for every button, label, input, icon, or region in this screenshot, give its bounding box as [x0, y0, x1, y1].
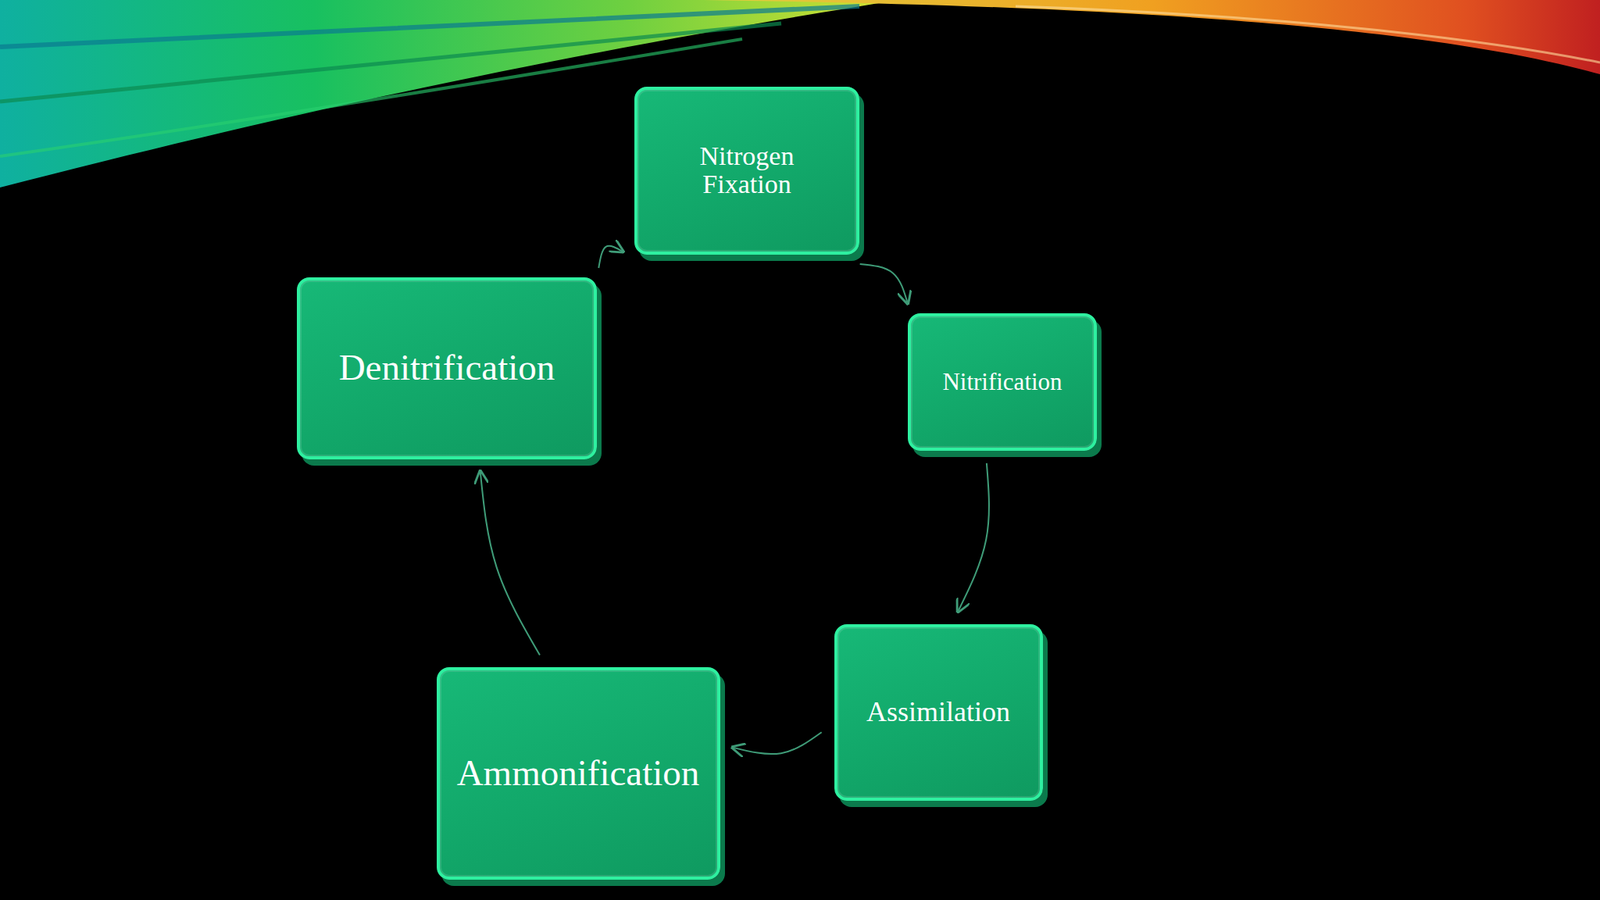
process-box: Nitrification	[907, 313, 1097, 451]
step-label: Ammonification	[457, 753, 700, 793]
process-box: Denitrification	[296, 277, 597, 460]
process-box: Ammonification	[436, 667, 721, 880]
process-box: Nitrogen Fixation	[634, 86, 860, 255]
cycle-arrow	[957, 463, 990, 612]
cycle-arrow	[480, 471, 540, 655]
cycle-arrow	[598, 246, 623, 268]
band-streak	[1015, 6, 1600, 63]
process-box: Assimilation	[834, 624, 1043, 801]
step-label: Denitrification	[339, 348, 556, 387]
cycle-arrow	[860, 264, 908, 304]
step-label: Assimilation	[866, 697, 1011, 728]
cycle-arrow	[732, 732, 822, 754]
step-label: Nitrogen Fixation	[668, 142, 825, 198]
band-streak	[0, 39, 743, 157]
step-label: Nitrification	[942, 369, 1062, 396]
orange-band	[703, 0, 1600, 75]
